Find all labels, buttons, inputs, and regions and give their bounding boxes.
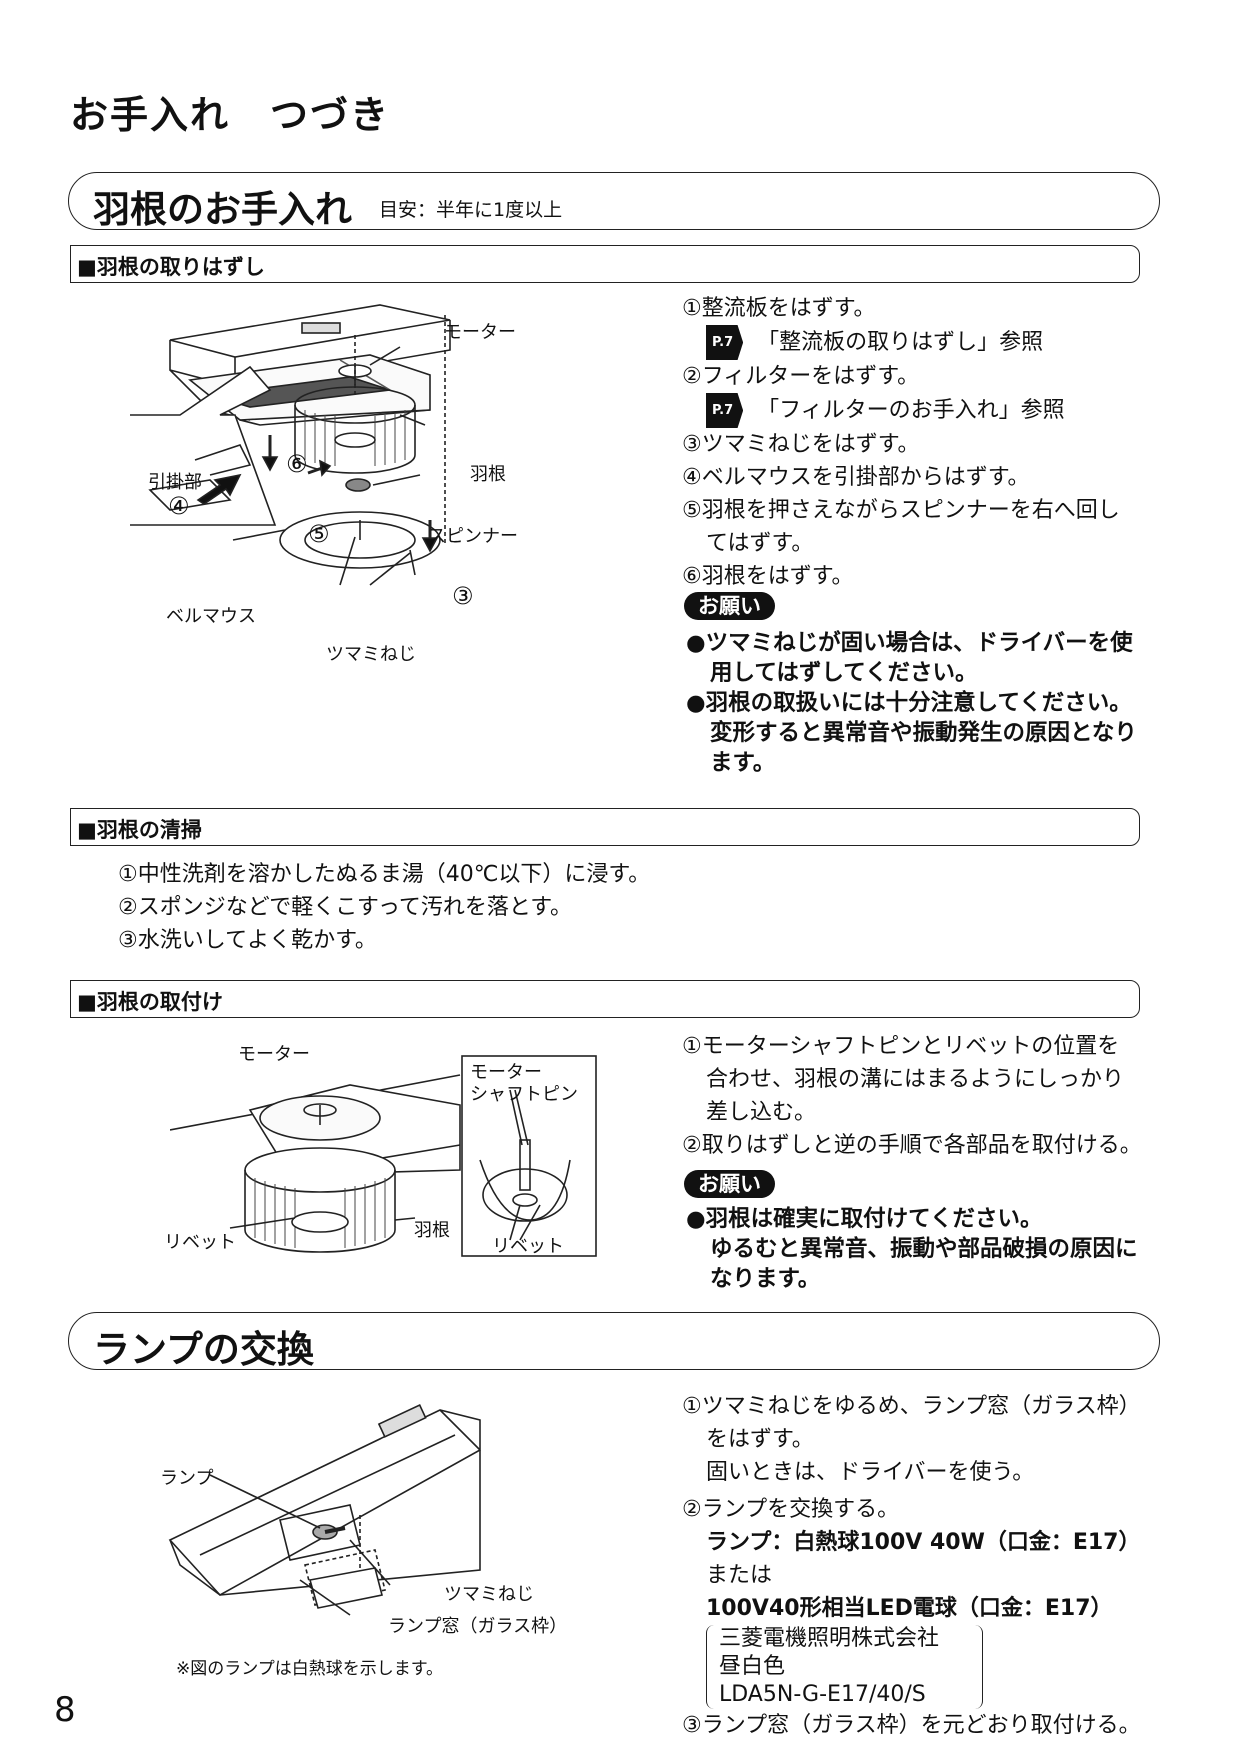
section-header-fan-care: 羽根のお手入れ 目安：半年に1度以上 <box>68 172 1160 231</box>
note-line: 用してはずしてください。 <box>710 660 978 686</box>
step-line: 固いときは、ドライバーを使う。 <box>706 1460 1035 1485</box>
fan-install-diagram <box>170 1055 597 1257</box>
ref-text: 「整流板の取りはずし」参照 <box>757 330 1044 355</box>
label-step-3: ③ <box>452 582 474 610</box>
section-subtitle: 目安：半年に1度以上 <box>379 199 563 221</box>
label-knob-screw: ツマミねじ <box>326 644 416 665</box>
page-title: お手入れ つづき <box>70 93 391 137</box>
step-line: ⑥羽根をはずす。 <box>682 564 854 589</box>
step-line: ②取りはずしと逆の手順で各部品を取付ける。 <box>682 1133 1142 1158</box>
lamp-spec: ランプ：白熱球100V 40W（口金：E17） <box>706 1530 1141 1555</box>
ref-text: 「フィルターのお手入れ」参照 <box>757 398 1065 423</box>
step-line: ⑤羽根を押さえながらスピンナーを右へ回し <box>682 498 1120 523</box>
step-line: ②スポンジなどで軽くこすって汚れを落とす。 <box>118 895 573 920</box>
label-motor: モーター <box>444 322 516 343</box>
label-motor: モーター <box>238 1044 310 1065</box>
step-line: または <box>706 1563 773 1588</box>
section-title: ランプの交換 <box>93 1328 314 1371</box>
label-lamp-window: ランプ窓（ガラス枠） <box>388 1616 568 1637</box>
label-bellmouth: ベルマウス <box>166 606 256 627</box>
note-badge: お願い <box>684 590 775 620</box>
label-fan: 羽根 <box>470 464 506 485</box>
maker-line: 昼白色 <box>719 1654 786 1679</box>
step-line: ①モーターシャフトピンとリベットの位置を <box>682 1034 1120 1059</box>
subheading-removal: ■羽根の取りはずし <box>70 245 1140 283</box>
bracket-right <box>974 1625 983 1709</box>
install-notes: ●羽根は確実に取付けてください。 ゆるむと異常音、振動や部品破損の原因に なりま… <box>686 1204 1138 1294</box>
step-line: ③ランプ窓（ガラス枠）を元どおり取付ける。 <box>682 1713 1141 1738</box>
note-badge-text: お願い <box>684 592 775 620</box>
note-line: ゆるむと異常音、振動や部品破損の原因に <box>710 1236 1138 1262</box>
subheading-cleaning: ■羽根の清掃 <box>70 808 1140 846</box>
label-hook: 引掛部 <box>148 472 202 493</box>
step-line: ②ランプを交換する。 <box>682 1497 900 1522</box>
step-line: ①中性洗剤を溶かしたぬるま湯（40℃以下）に浸す。 <box>118 862 651 887</box>
step-line: ③水洗いしてよく乾かす。 <box>118 928 377 953</box>
subheading-text: ■羽根の清掃 <box>77 818 202 842</box>
label-step-6: ⑥ <box>286 450 308 478</box>
label-rivet: リベット <box>164 1232 236 1253</box>
figure-note: ※図のランプは白熱球を示します。 <box>176 1659 444 1679</box>
lamp-diagram <box>168 1404 481 1616</box>
page-number: 8 <box>54 1690 76 1730</box>
step-ref-line: P.7 「整流板の取りはずし」参照 <box>682 325 1120 360</box>
step-line: をはずす。 <box>706 1427 814 1452</box>
note-line: ●ツマミねじが固い場合は、ドライバーを使 <box>686 630 1133 656</box>
maker-line: 三菱電機照明株式会社 <box>719 1626 940 1651</box>
label-shaft-pin-1: モーター <box>470 1062 542 1083</box>
label-fan: 羽根 <box>414 1220 450 1241</box>
label-rivet-inset: リベット <box>492 1236 564 1257</box>
cleaning-steps: ①中性洗剤を溶かしたぬるま湯（40℃以下）に浸す。 ②スポンジなどで軽くこすって… <box>118 858 650 957</box>
label-knob-screw: ツマミねじ <box>444 1584 534 1605</box>
note-line: なります。 <box>710 1266 821 1292</box>
note-line: ●羽根の取扱いには十分注意してください。 <box>686 690 1132 716</box>
note-line: 変形すると異常音や振動発生の原因となり <box>710 720 1137 746</box>
page-ref-badge: P.7 <box>706 325 744 360</box>
subheading-text: ■羽根の取りはずし <box>77 255 265 279</box>
subheading-text: ■羽根の取付け <box>77 990 223 1014</box>
step-line: ①ツマミねじをゆるめ、ランプ窓（ガラス枠） <box>682 1394 1141 1419</box>
step-line: ③ツマミねじをはずす。 <box>682 432 920 457</box>
removal-steps: ①整流板をはずす。 P.7 「整流板の取りはずし」参照 ②フィルターをはずす。 P… <box>682 292 1120 593</box>
step-line: ②フィルターをはずす。 <box>682 364 920 389</box>
maker-line: LDA5N-G-E17/40/S <box>719 1682 926 1707</box>
step-line: ④ベルマウスを引掛部からはずす。 <box>682 465 1030 490</box>
page-ref-badge: P.7 <box>706 393 744 428</box>
step-ref-line: P.7 「フィルターのお手入れ」参照 <box>682 393 1120 428</box>
label-step-5: ⑤ <box>308 520 330 548</box>
note-badge-text: お願い <box>684 1170 775 1198</box>
note-line: ます。 <box>710 750 776 776</box>
install-steps: ①モーターシャフトピンとリベットの位置を 合わせ、羽根の溝にはまるようにしっかり… <box>682 1030 1142 1162</box>
led-spec: 100V40形相当LED電球（口金：E17） <box>706 1596 1113 1621</box>
label-lamp: ランプ <box>160 1468 214 1489</box>
note-line: ●羽根は確実に取付けてください。 <box>686 1206 1043 1232</box>
label-shaft-pin-2: シャフトピン <box>470 1084 578 1105</box>
step-line: 合わせ、羽根の溝にはまるようにしっかり <box>706 1067 1125 1092</box>
section-title: 羽根のお手入れ <box>93 188 352 231</box>
removal-notes: ●ツマミねじが固い場合は、ドライバーを使 用してはずしてください。 ●羽根の取扱… <box>686 628 1137 778</box>
subheading-install: ■羽根の取付け <box>70 980 1140 1018</box>
section-header-lamp: ランプの交換 <box>68 1312 1160 1371</box>
label-spinner: スピンナー <box>428 526 518 547</box>
step-line: てはずす。 <box>706 531 814 556</box>
step-line: 差し込む。 <box>706 1100 817 1125</box>
led-maker-bracket: 三菱電機照明株式会社 昼白色 LDA5N-G-E17/40/S <box>706 1625 983 1709</box>
step-line: ①整流板をはずす。 <box>682 296 876 321</box>
fan-removal-diagram <box>130 304 451 586</box>
lamp-steps: ①ツマミねじをゆるめ、ランプ窓（ガラス枠） をはずす。 固いときは、ドライバーを… <box>682 1390 1141 1742</box>
note-badge: お願い <box>684 1168 775 1198</box>
label-step-4: ④ <box>168 492 190 520</box>
